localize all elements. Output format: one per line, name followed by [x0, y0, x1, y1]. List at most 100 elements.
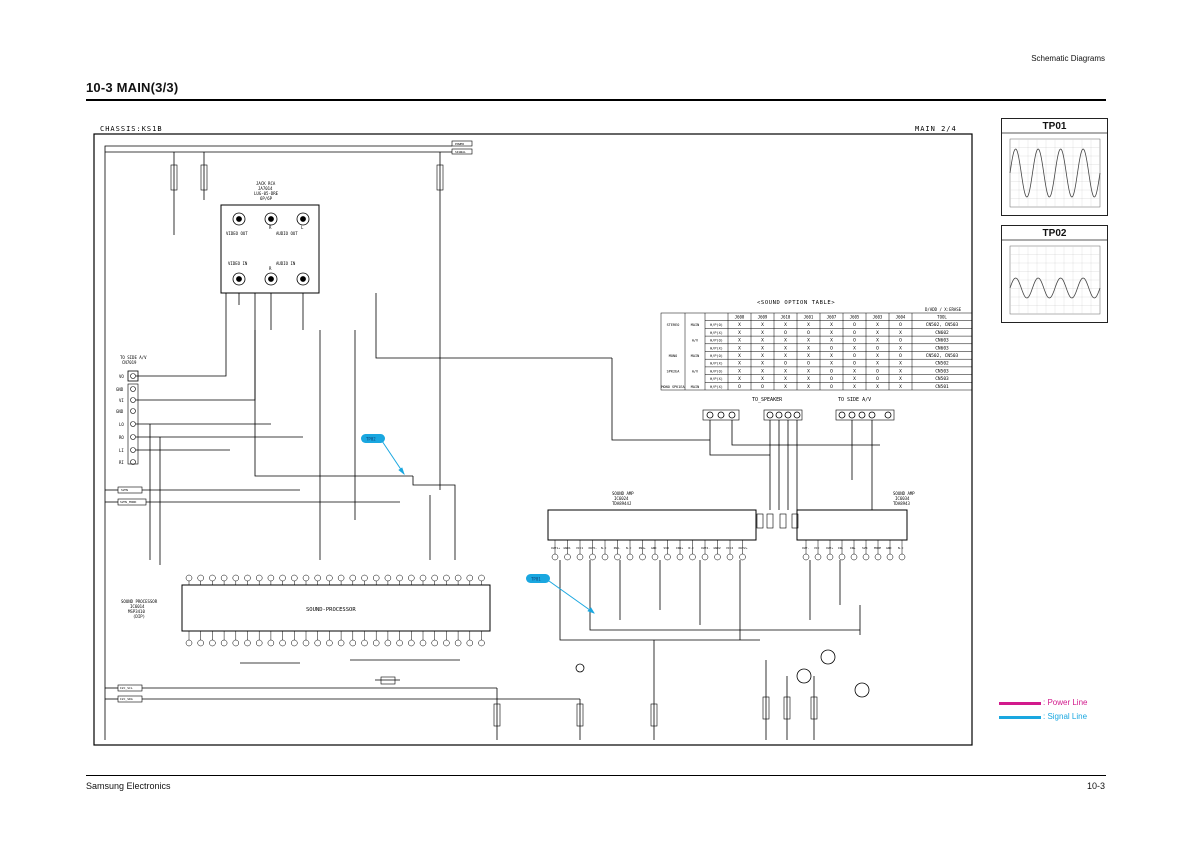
- amp-left-pin: [664, 553, 671, 561]
- option-table-cell: X: [807, 345, 810, 351]
- amp-left-pin-label: OUT1+: [551, 546, 560, 550]
- amp-left-pin: [714, 553, 721, 561]
- option-table-cell: X: [807, 368, 810, 374]
- option-table-cell: H/P(X): [710, 377, 723, 381]
- svg-text:(DIP): (DIP): [133, 614, 145, 619]
- amp-left-pin-label: N.C: [626, 546, 632, 550]
- sp-pin-bottom: [454, 639, 462, 647]
- amp-left-pin-label: VCC2: [726, 546, 733, 550]
- option-table-cell: O: [876, 376, 879, 382]
- sp-pin-bottom: [478, 639, 485, 647]
- sp-pin-top: [431, 574, 438, 582]
- sp-pin-bottom: [291, 639, 298, 647]
- svg-text:SIGNAL: SIGNAL: [455, 150, 466, 154]
- footer-rule: [86, 775, 1106, 776]
- option-table-cell: O: [853, 338, 856, 344]
- sp-pin-top: [267, 574, 275, 582]
- option-table-cell: X: [899, 345, 902, 351]
- sp-pin-top: [478, 574, 485, 582]
- amp-left-pin-label: GND1: [564, 546, 571, 550]
- option-table-cell: X: [876, 330, 879, 336]
- option-table-cell: X: [853, 368, 856, 374]
- option-table-cell: X: [761, 322, 764, 328]
- header-section-label: Schematic Diagrams: [1031, 54, 1105, 63]
- tp01-panel: TP01: [1001, 118, 1108, 216]
- option-table-cell: X: [738, 322, 741, 328]
- option-table-cell: MAIN: [691, 385, 699, 389]
- sp-pin-top: [396, 574, 403, 582]
- sp-pin-bottom: [361, 639, 368, 647]
- option-table-cell: X: [807, 353, 810, 359]
- sound-amp-right-ic: [796, 509, 908, 541]
- option-table-cell: O: [853, 353, 856, 359]
- option-table-cell: O: [830, 368, 833, 374]
- amp-right-pin-label: N.C: [898, 546, 904, 550]
- option-table-cell: X: [830, 322, 833, 328]
- sp-pin-bottom: [255, 639, 263, 647]
- option-table-cell: O: [830, 345, 833, 351]
- amp-left-pin-label: OUT2+: [739, 546, 748, 550]
- sp-pin-bottom: [314, 639, 321, 647]
- option-table-cell: X: [738, 353, 741, 359]
- option-table-cell: CN501: [935, 384, 949, 390]
- option-table-cell: O: [853, 361, 856, 367]
- svg-text:MSP3410: MSP3410: [128, 609, 145, 614]
- header-rule: [86, 99, 1106, 101]
- sp-pin-bottom: [302, 639, 310, 647]
- option-table-cell: O: [899, 322, 902, 328]
- amp-left-pin: [676, 553, 684, 561]
- sp-pin-top: [454, 574, 462, 582]
- sp-pin-top: [279, 574, 286, 582]
- option-table-cell: O: [876, 368, 879, 374]
- svg-text:IC6034: IC6034: [895, 496, 910, 501]
- option-table-cell: X: [876, 322, 879, 328]
- amp-right-pin: [838, 553, 846, 561]
- svg-text:RO: RO: [119, 435, 124, 440]
- amp-right-pin: [898, 553, 906, 561]
- option-table-cell: X: [807, 322, 810, 328]
- option-table-cell: X: [830, 338, 833, 344]
- svg-text:IC6014: IC6014: [130, 604, 145, 609]
- sp-pin-bottom: [220, 639, 228, 647]
- option-table-cell: O: [738, 384, 741, 390]
- option-table-cell: O: [876, 345, 879, 351]
- option-table-cell: O: [807, 361, 810, 367]
- sp-pin-bottom: [396, 639, 403, 647]
- option-table-cell: H/P(X): [710, 346, 723, 350]
- option-table-cell: H/P(X): [710, 331, 723, 335]
- sp-pin-top: [408, 574, 415, 582]
- option-table-cell: X: [738, 376, 741, 382]
- svg-text:D/ADD / X:ERASE: D/ADD / X:ERASE: [925, 307, 962, 312]
- option-table-cell: O: [807, 330, 810, 336]
- schematic-border: [93, 133, 973, 746]
- svg-text:VO: VO: [119, 374, 124, 379]
- option-table-cell: CN502, CN503: [926, 353, 959, 359]
- option-table-cell: X: [738, 361, 741, 367]
- option-table-cell: H/P(X): [710, 385, 723, 389]
- amp-left-pin-label: IN1-: [614, 546, 621, 550]
- amp-right-pin: [802, 553, 810, 561]
- sp-pin-top: [209, 574, 216, 582]
- option-table-cell: X: [853, 345, 856, 351]
- option-table-cell: X: [738, 338, 741, 344]
- amp-left-pin: [626, 553, 634, 561]
- option-table-cell: X: [876, 353, 879, 359]
- option-table-cell: O: [899, 353, 902, 359]
- option-table-cell: X: [876, 384, 879, 390]
- option-table-cell: H/P(O): [710, 369, 723, 373]
- page-ref-label: MAIN 2/4: [915, 125, 957, 133]
- option-table-cell: X: [899, 330, 902, 336]
- option-table-cell: X: [761, 338, 764, 344]
- svg-text:TDA8943: TDA8943: [893, 501, 910, 506]
- svg-text:TO_SPEAKER: TO_SPEAKER: [752, 397, 783, 403]
- option-table-cell: STEREO: [667, 323, 680, 327]
- tp02-panel: TP02: [1001, 225, 1108, 323]
- tp01-bubble: [526, 574, 550, 583]
- amp-right-pin-label: OUT+: [826, 546, 833, 550]
- sp-pin-bottom: [384, 639, 392, 647]
- sp-pin-top: [255, 574, 263, 582]
- svg-text:TP02: TP02: [366, 437, 376, 442]
- sp-pin-bottom: [337, 639, 345, 647]
- sp-pin-top: [372, 574, 380, 582]
